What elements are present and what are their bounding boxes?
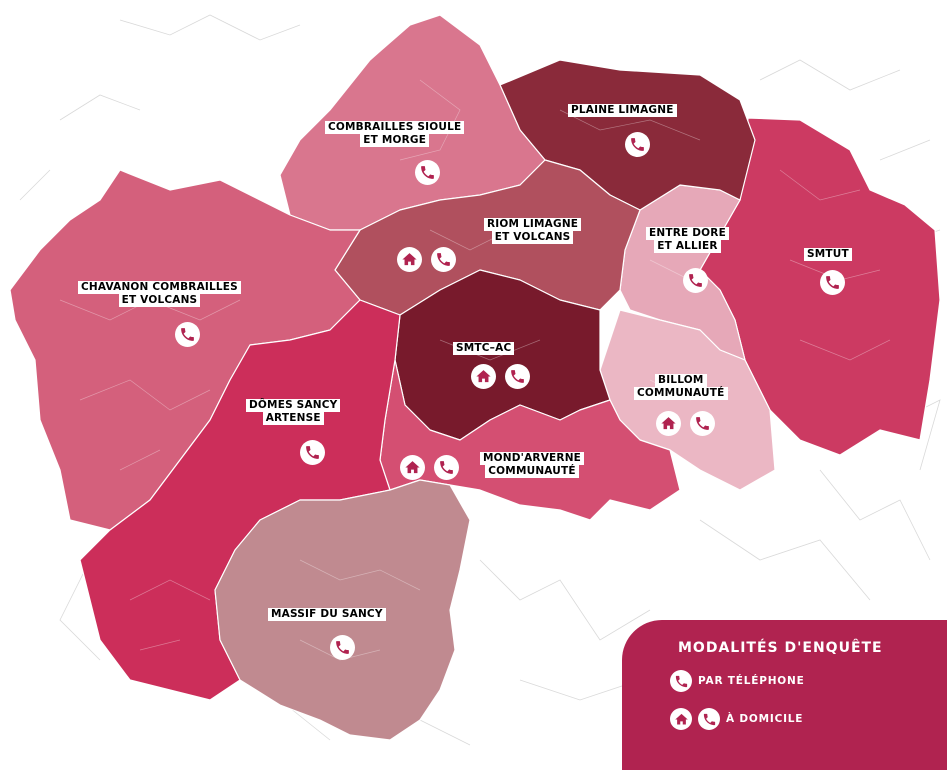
icons-chavanon	[175, 322, 200, 347]
label-smtut: SMTUT	[804, 248, 852, 261]
region-label-line: MASSIF DU SANCY	[268, 608, 386, 621]
region-label-line: CHAVANON COMBRAILLES	[78, 281, 241, 294]
legend-panel: MODALITÉS D'ENQUÊTE PAR TÉLÉPHONE À DOMI…	[622, 620, 947, 770]
home-icon	[400, 455, 425, 480]
region-label-line: COMBRAILLES SIOULE	[325, 121, 465, 134]
region-label-line: ET ALLIER	[654, 240, 721, 253]
home-icon	[656, 411, 681, 436]
region-label-line: ENTRE DORE	[646, 227, 729, 240]
icons-entre-dore	[683, 268, 708, 293]
icons-combrailles-sioule	[415, 160, 440, 185]
region-label-line: RIOM LIMAGNE	[484, 218, 582, 231]
icons-billom	[656, 411, 715, 436]
phone-icon	[670, 670, 692, 692]
legend-item-label: À DOMICILE	[726, 713, 804, 725]
icons-smtut	[820, 270, 845, 295]
label-billom: BILLOM COMMUNAUTÉ	[634, 374, 728, 400]
icons-smtc-ac	[471, 364, 530, 389]
home-icon	[670, 708, 692, 730]
region-label-line: DÔMES SANCY	[246, 399, 341, 412]
legend-item-home: À DOMICILE	[670, 708, 803, 730]
icons-domes-sancy	[300, 440, 325, 465]
label-smtc-ac: SMTC–AC	[453, 342, 515, 355]
label-riom-limagne: RIOM LIMAGNE ET VOLCANS	[484, 218, 582, 244]
region-label-line: MOND'ARVERNE	[480, 452, 585, 465]
phone-icon	[690, 411, 715, 436]
region-label-line: COMMUNAUTÉ	[634, 387, 728, 400]
phone-icon	[431, 247, 456, 272]
phone-icon	[175, 322, 200, 347]
phone-icon	[300, 440, 325, 465]
home-icon	[397, 247, 422, 272]
label-domes-sancy: DÔMES SANCY ARTENSE	[246, 399, 341, 425]
phone-icon	[505, 364, 530, 389]
phone-icon	[683, 268, 708, 293]
region-label-line: ET MORGE	[360, 134, 430, 147]
phone-icon	[820, 270, 845, 295]
phone-icon	[330, 635, 355, 660]
label-plaine-limagne: PLAINE LIMAGNE	[568, 104, 677, 117]
region-label-line: COMMUNAUTÉ	[485, 465, 579, 478]
label-chavanon: CHAVANON COMBRAILLES ET VOLCANS	[78, 281, 241, 307]
region-label-line: PLAINE LIMAGNE	[568, 104, 677, 117]
region-label-line: BILLOM	[655, 374, 707, 387]
home-icon	[471, 364, 496, 389]
region-label-line: ARTENSE	[262, 412, 324, 425]
phone-icon	[434, 455, 459, 480]
label-entre-dore: ENTRE DORE ET ALLIER	[646, 227, 729, 253]
legend-item-phone: PAR TÉLÉPHONE	[670, 670, 805, 692]
outside-commune-outlines	[19, 14, 941, 746]
territory-map	[9, 14, 941, 746]
icons-mond-arverne	[400, 455, 459, 480]
label-combrailles-sioule: COMBRAILLES SIOULE ET MORGE	[325, 121, 465, 147]
region-label-line: SMTC–AC	[453, 342, 515, 355]
phone-icon	[698, 708, 720, 730]
region-label-line: ET VOLCANS	[491, 231, 574, 244]
legend-item-label: PAR TÉLÉPHONE	[698, 675, 805, 687]
icons-riom-limagne	[397, 247, 456, 272]
label-massif-sancy: MASSIF DU SANCY	[268, 608, 386, 621]
icons-plaine-limagne	[625, 132, 650, 157]
region-label-line: SMTUT	[804, 248, 852, 261]
phone-icon	[625, 132, 650, 157]
region-label-line: ET VOLCANS	[118, 294, 201, 307]
phone-icon	[415, 160, 440, 185]
label-mond-arverne: MOND'ARVERNE COMMUNAUTÉ	[480, 452, 585, 478]
icons-massif-sancy	[330, 635, 355, 660]
legend-title: MODALITÉS D'ENQUÊTE	[678, 640, 883, 656]
